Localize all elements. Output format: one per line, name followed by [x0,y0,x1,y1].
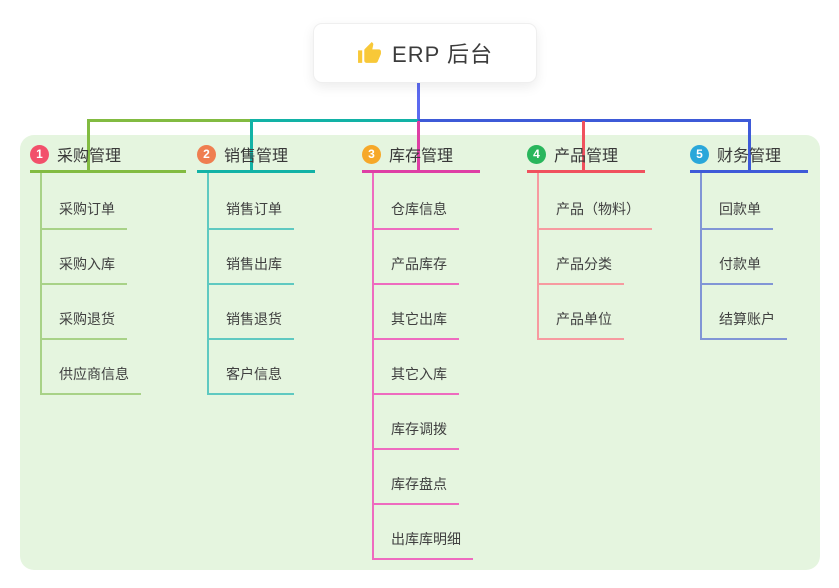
node-receipt-bill[interactable]: 回款单 [702,173,773,230]
drop-line-product [582,121,585,173]
root-node[interactable]: ERP 后台 [313,23,537,83]
badge-5: 5 [690,144,709,164]
branch-header-purchase[interactable]: 1 采购管理 [30,143,186,173]
branches-background-panel [20,135,820,570]
node-purchase-inbound[interactable]: 采购入库 [42,230,127,285]
branch-header-sales[interactable]: 2 销售管理 [197,143,315,173]
badge-4: 4 [527,144,546,164]
node-sales-outbound[interactable]: 销售出库 [209,230,294,285]
branch-product: 4 产品管理 产品（物料） 产品分类 产品单位 [527,143,652,340]
branch-header-inventory[interactable]: 3 库存管理 [362,143,480,173]
node-product-material[interactable]: 产品（物料） [539,173,652,230]
node-sales-return[interactable]: 销售退货 [209,285,294,340]
badge-1: 1 [30,144,49,164]
node-other-outbound[interactable]: 其它出库 [374,285,459,340]
node-stock-check[interactable]: 库存盘点 [374,450,459,505]
branch-label: 财务管理 [717,148,782,165]
node-warehouse-info[interactable]: 仓库信息 [374,173,459,230]
badge-3: 3 [362,144,381,164]
node-settlement-account[interactable]: 结算账户 [702,285,787,340]
branch-items-purchase: 采购订单 采购入库 采购退货 供应商信息 [40,173,186,395]
node-other-inbound[interactable]: 其它入库 [374,340,459,395]
branch-items-finance: 回款单 付款单 结算账户 [700,173,808,340]
branch-items-sales: 销售订单 销售出库 销售退货 客户信息 [207,173,315,395]
branch-sales: 2 销售管理 销售订单 销售出库 销售退货 客户信息 [197,143,315,395]
node-customer-info[interactable]: 客户信息 [209,340,294,395]
branch-header-finance[interactable]: 5 财务管理 [690,143,808,173]
node-payment-bill[interactable]: 付款单 [702,230,773,285]
branch-items-product: 产品（物料） 产品分类 产品单位 [537,173,652,340]
bus-segment-purchase [87,119,251,122]
branch-header-product[interactable]: 4 产品管理 [527,143,645,173]
branch-items-inventory: 仓库信息 产品库存 其它出库 其它入库 库存调拨 库存盘点 出库库明细 [372,173,480,560]
branch-label: 销售管理 [224,148,289,165]
branch-label: 产品管理 [554,148,619,165]
node-purchase-order[interactable]: 采购订单 [42,173,127,230]
branch-finance: 5 财务管理 回款单 付款单 结算账户 [690,143,808,340]
drop-line-inventory [417,121,420,173]
drop-line-finance [748,119,751,173]
node-purchase-return[interactable]: 采购退货 [42,285,127,340]
root-connector-line [417,82,420,120]
node-product-unit[interactable]: 产品单位 [539,285,624,340]
branch-purchase: 1 采购管理 采购订单 采购入库 采购退货 供应商信息 [30,143,186,395]
drop-line-sales [250,119,253,173]
node-stock-transfer[interactable]: 库存调拨 [374,395,459,450]
node-sales-order[interactable]: 销售订单 [209,173,294,230]
node-supplier-info[interactable]: 供应商信息 [42,340,141,395]
node-outbound-detail[interactable]: 出库库明细 [374,505,473,560]
root-label: ERP 后台 [392,42,493,67]
thumbs-up-icon [357,41,382,66]
bus-segment-sales [251,119,418,122]
branch-inventory: 3 库存管理 仓库信息 产品库存 其它出库 其它入库 库存调拨 库存盘点 出库库… [362,143,480,560]
bus-segment-finance [418,119,751,122]
node-product-stock[interactable]: 产品库存 [374,230,459,285]
branch-label: 库存管理 [389,148,454,165]
branch-label: 采购管理 [57,148,122,165]
drop-line-purchase [87,119,90,173]
node-product-category[interactable]: 产品分类 [539,230,624,285]
badge-2: 2 [197,144,216,164]
